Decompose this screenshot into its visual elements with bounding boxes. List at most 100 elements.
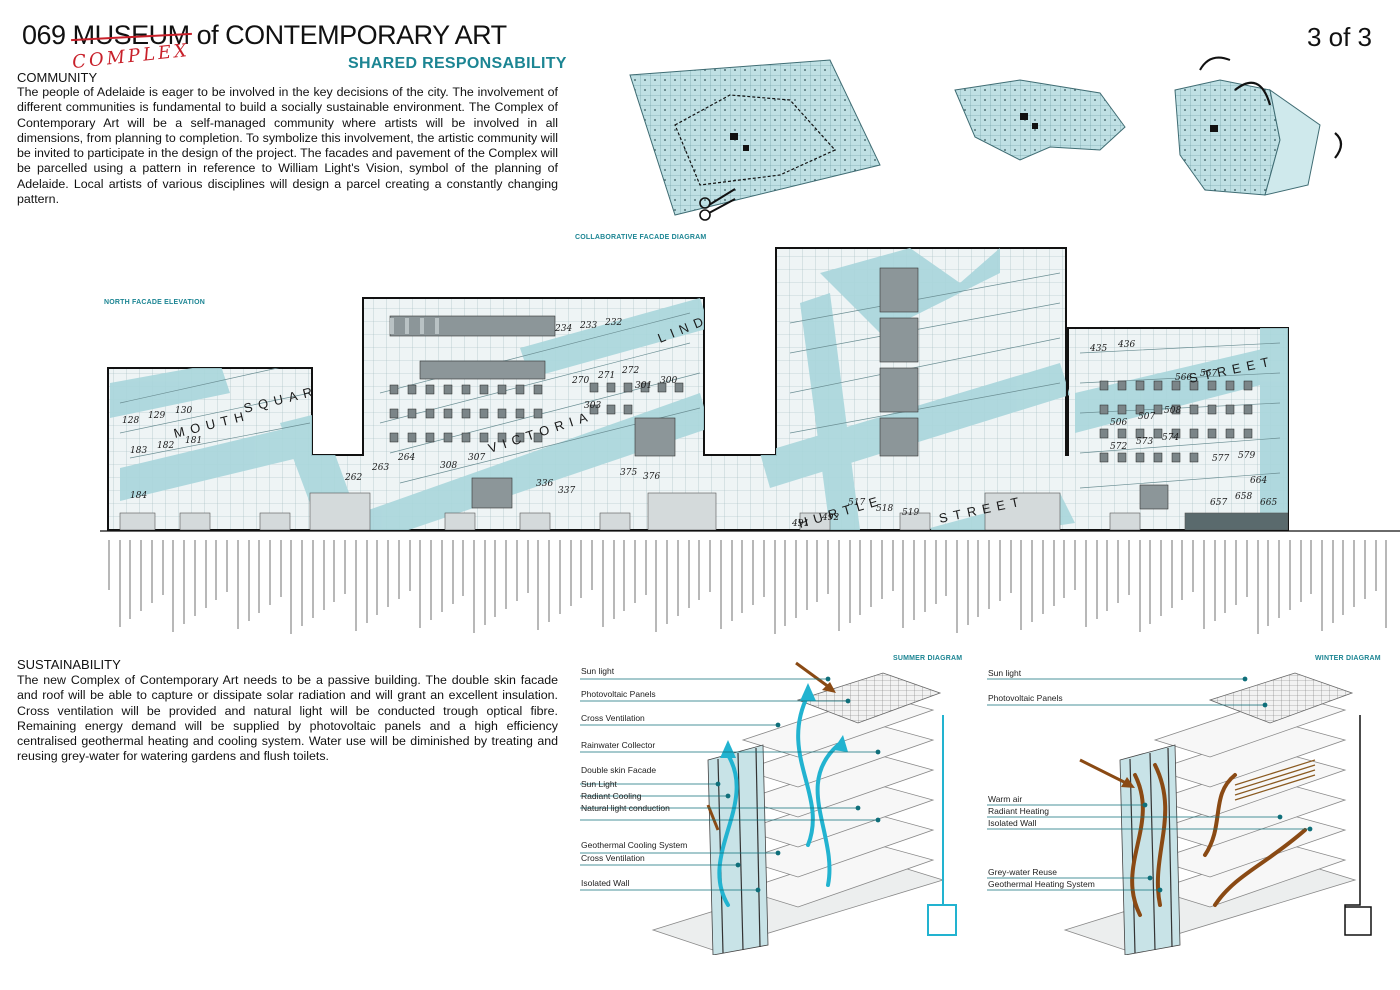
- contributor-name-mark: [322, 540, 325, 610]
- contributor-name-mark: [741, 540, 744, 613]
- scissors-icon: [699, 188, 736, 221]
- contributor-name-mark: [108, 540, 110, 590]
- contributor-name-mark: [1041, 540, 1044, 614]
- svg-text:518: 518: [876, 504, 893, 514]
- contributor-name-mark: [644, 540, 647, 595]
- svg-text:233: 233: [579, 321, 597, 331]
- contributor-name-mark: [118, 540, 121, 627]
- contributor-name-mark: [419, 540, 422, 628]
- project-number: 069: [22, 20, 66, 50]
- contributor-names: [108, 540, 1388, 645]
- svg-text:234: 234: [554, 324, 572, 334]
- contributor-name-mark: [1138, 540, 1141, 632]
- contributor-name-mark: [1074, 540, 1077, 590]
- contributor-name-mark: [784, 540, 787, 626]
- svg-text:129: 129: [148, 411, 165, 421]
- contributor-name-mark: [161, 540, 164, 595]
- contributor-name-mark: [150, 540, 153, 603]
- contributor-name-mark: [494, 540, 497, 617]
- contributor-name-mark: [1310, 540, 1313, 594]
- sustainability-heading: SUSTAINABILITY: [17, 657, 121, 672]
- summer-label-geothermal: Geothermal Cooling System: [581, 840, 688, 850]
- sustainability-text: The new Complex of Contemporary Art need…: [17, 673, 558, 764]
- svg-text:517: 517: [848, 498, 865, 508]
- contributor-name-mark: [762, 540, 765, 597]
- summer-label-photovoltaic: Photovoltaic Panels: [581, 689, 656, 699]
- contributor-name-mark: [730, 540, 733, 621]
- contributor-name-mark: [1331, 540, 1334, 623]
- svg-text:128: 128: [122, 416, 139, 426]
- summer-label-cross-ventilation-2: Cross Ventilation: [581, 853, 645, 863]
- contributor-name-mark: [601, 540, 604, 627]
- winter-diagram: [985, 655, 1395, 956]
- winter-label-sun-light: Sun light: [988, 668, 1022, 678]
- summer-diagram-caption: SUMMER DIAGRAM: [893, 655, 963, 662]
- svg-text:658: 658: [1235, 492, 1252, 502]
- folded-map-piece: [1174, 56, 1343, 196]
- svg-text:130: 130: [175, 406, 192, 416]
- contributor-name-mark: [1288, 540, 1291, 610]
- contributor-name-mark: [956, 540, 959, 633]
- svg-text:181: 181: [185, 436, 202, 446]
- contributor-name-mark: [1267, 540, 1270, 626]
- contributor-name-mark: [311, 540, 314, 618]
- summer-label-radiant-cooling: Radiant Cooling: [581, 791, 642, 801]
- flat-map: [629, 59, 881, 216]
- svg-text:376: 376: [643, 472, 660, 482]
- summer-diagram: [578, 655, 978, 956]
- summer-label-isolated-wall: Isolated Wall: [581, 878, 630, 888]
- svg-text:232: 232: [604, 318, 622, 328]
- community-text: The people of Adelaide is eager to be in…: [17, 85, 558, 207]
- svg-text:264: 264: [397, 453, 415, 463]
- svg-text:375: 375: [620, 468, 637, 478]
- svg-text:657: 657: [1210, 498, 1227, 508]
- contributor-name-mark: [773, 540, 776, 634]
- contributor-name-mark: [526, 540, 529, 593]
- elevation-caption: NORTH FACADE ELEVATION: [104, 299, 205, 306]
- contributor-name-mark: [1363, 540, 1366, 599]
- winter-label-isolated-wall: Isolated Wall: [988, 818, 1037, 828]
- contributor-name-mark: [215, 540, 218, 600]
- contributor-name-mark: [698, 540, 701, 600]
- contributor-name-mark: [515, 540, 518, 601]
- contributor-name-mark: [1009, 540, 1012, 593]
- community-heading: COMMUNITY: [17, 70, 98, 85]
- contributor-name-mark: [1170, 540, 1173, 608]
- contributor-name-mark: [1063, 540, 1066, 598]
- contributor-name-mark: [204, 540, 207, 608]
- contributor-name-mark: [977, 540, 980, 617]
- contributor-name-mark: [719, 540, 722, 629]
- contributor-name-mark: [913, 540, 916, 620]
- contributor-name-mark: [129, 540, 132, 619]
- contributor-name-mark: [1117, 540, 1120, 603]
- svg-text:566: 566: [1175, 373, 1192, 383]
- svg-text:272: 272: [621, 366, 639, 376]
- contributor-name-mark: [1342, 540, 1345, 615]
- summer-label-rainwater: Rainwater Collector: [581, 740, 656, 750]
- svg-text:577: 577: [1212, 454, 1229, 464]
- svg-text:301: 301: [635, 381, 652, 391]
- contributor-name-mark: [505, 540, 508, 609]
- contributor-name-mark: [1181, 540, 1184, 600]
- contributor-name-mark: [891, 540, 894, 591]
- page-title: 069 MUSEUM of CONTEMPORARY ART: [22, 20, 507, 51]
- struck-word: MUSEUM: [72, 20, 191, 50]
- contributor-name-mark: [966, 540, 969, 625]
- winter-label-radiant-heating: Radiant Heating: [988, 806, 1049, 816]
- contributor-name-mark: [333, 540, 336, 602]
- contributor-name-mark: [537, 540, 540, 630]
- contributor-name-mark: [666, 540, 669, 624]
- contributor-name-mark: [397, 540, 400, 599]
- svg-text:184: 184: [130, 491, 147, 501]
- svg-text:579: 579: [1238, 451, 1255, 461]
- contributor-name-mark: [795, 540, 797, 618]
- contributor-name-mark: [1127, 540, 1130, 595]
- svg-text:271: 271: [597, 371, 615, 381]
- svg-text:263: 263: [371, 463, 389, 473]
- svg-text:336: 336: [536, 479, 553, 489]
- contributor-name-mark: [462, 540, 465, 596]
- contributor-name-mark: [376, 540, 379, 615]
- contributor-name-mark: [591, 540, 594, 590]
- title-rest: of CONTEMPORARY ART: [196, 20, 508, 50]
